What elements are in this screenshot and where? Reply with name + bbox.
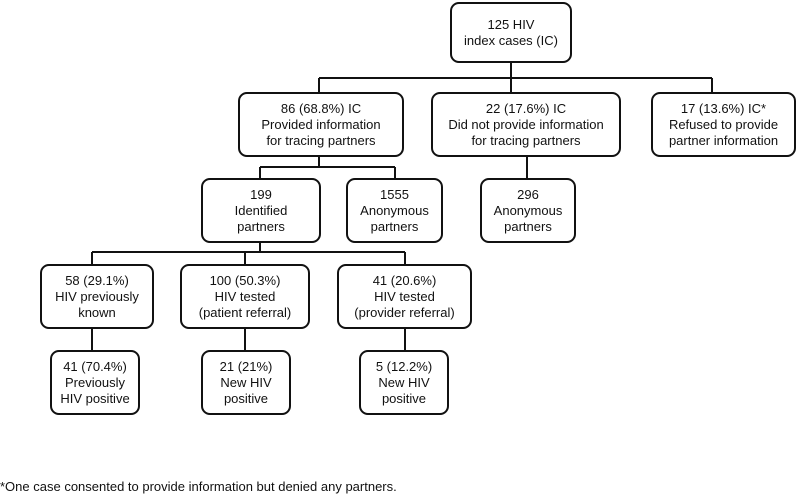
node-provider-referral-line3: (provider referral)	[354, 304, 455, 320]
node-provided-info: 86 (68.8%) IC Provided information for t…	[238, 92, 404, 157]
node-patient-referral-line1: 100 (50.3%)	[209, 272, 281, 288]
node-no-info-line2: Did not provide information	[448, 116, 604, 132]
node-index-cases-line1: 125 HIV	[487, 16, 535, 32]
node-previously-positive-line1: 41 (70.4%)	[63, 358, 127, 374]
node-anonymous-1555: 1555 Anonymous partners	[346, 178, 443, 243]
node-previously-positive-line2: Previously	[65, 374, 125, 390]
node-new-positive-provider-line2: New HIV	[378, 374, 430, 390]
node-identified-partners: 199 Identified partners	[201, 178, 321, 243]
node-no-info: 22 (17.6%) IC Did not provide informatio…	[431, 92, 621, 157]
node-anonymous-1555-line3: partners	[370, 218, 419, 234]
node-identified-partners-line1: 199	[250, 186, 272, 202]
node-patient-referral-line3: (patient referral)	[198, 304, 292, 320]
node-identified-partners-line2: Identified	[234, 202, 288, 218]
node-patient-referral: 100 (50.3%) HIV tested (patient referral…	[180, 264, 310, 329]
node-provider-referral: 41 (20.6%) HIV tested (provider referral…	[337, 264, 472, 329]
node-refused-line3: partner information	[668, 132, 779, 148]
node-new-positive-patient: 21 (21%) New HIV positive	[201, 350, 291, 415]
node-provider-referral-line2: HIV tested	[374, 288, 435, 304]
node-anonymous-296: 296 Anonymous partners	[480, 178, 576, 243]
node-provided-info-line1: 86 (68.8%) IC	[280, 100, 362, 116]
node-patient-referral-line2: HIV tested	[214, 288, 276, 304]
node-anonymous-296-line2: Anonymous	[493, 202, 563, 218]
node-previously-positive-line3: HIV positive	[60, 390, 130, 406]
node-new-positive-provider: 5 (12.2%) New HIV positive	[359, 350, 449, 415]
node-previously-positive: 41 (70.4%) Previously HIV positive	[50, 350, 140, 415]
node-index-cases-line2: index cases (IC)	[464, 32, 558, 48]
node-refused: 17 (13.6%) IC* Refused to provide partne…	[651, 92, 796, 157]
node-new-positive-patient-line2: New HIV	[220, 374, 272, 390]
node-previously-known-line3: known	[78, 304, 116, 320]
node-identified-partners-line3: partners	[237, 218, 285, 234]
node-anonymous-296-line1: 296	[517, 186, 539, 202]
node-refused-line1: 17 (13.6%) IC*	[680, 100, 767, 116]
node-anonymous-1555-line2: Anonymous	[360, 202, 429, 218]
node-no-info-line1: 22 (17.6%) IC	[485, 100, 567, 116]
node-index-cases: 125 HIV index cases (IC)	[450, 2, 572, 63]
node-previously-known: 58 (29.1%) HIV previously known	[40, 264, 154, 329]
footnote: *One case consented to provide informati…	[0, 479, 397, 494]
node-new-positive-provider-line3: positive	[381, 390, 427, 406]
node-previously-known-line1: 58 (29.1%)	[65, 272, 129, 288]
node-provided-info-line3: for tracing partners	[266, 132, 376, 148]
node-no-info-line3: for tracing partners	[471, 132, 581, 148]
node-anonymous-1555-line1: 1555	[380, 186, 409, 202]
node-provider-referral-line1: 41 (20.6%)	[372, 272, 437, 288]
node-refused-line2: Refused to provide	[668, 116, 779, 132]
node-new-positive-provider-line1: 5 (12.2%)	[375, 358, 433, 374]
node-previously-known-line2: HIV previously	[55, 288, 139, 304]
node-provided-info-line2: Provided information	[261, 116, 381, 132]
node-new-positive-patient-line1: 21 (21%)	[219, 358, 273, 374]
node-anonymous-296-line3: partners	[504, 218, 552, 234]
node-new-positive-patient-line3: positive	[223, 390, 269, 406]
